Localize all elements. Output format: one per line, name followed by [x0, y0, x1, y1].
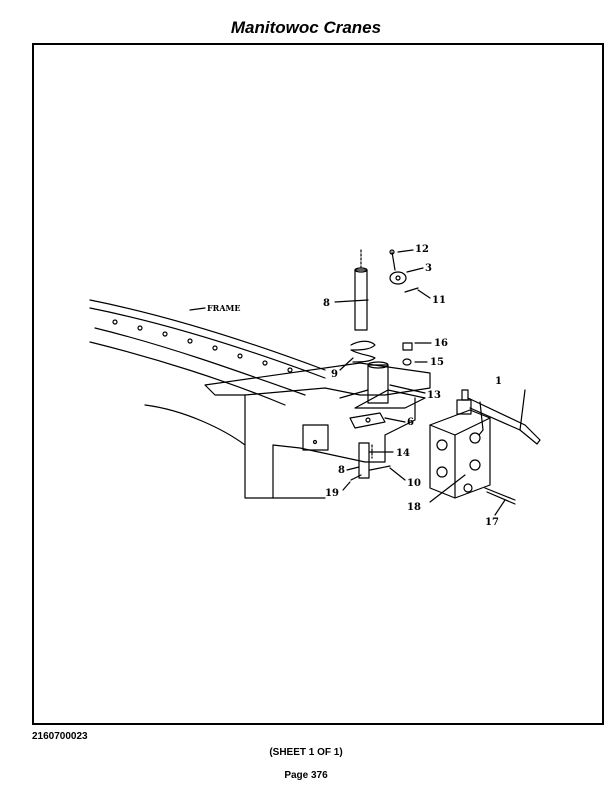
callout-15: 15: [430, 357, 444, 368]
frame-ring-outer: [89, 299, 326, 371]
page-number: Page 376: [284, 770, 328, 781]
platform: [204, 362, 431, 396]
callout-10: 10: [407, 478, 421, 489]
callout-12: 12: [415, 244, 429, 255]
callout-1: 1: [495, 376, 502, 387]
frame-ring-lower: [94, 327, 306, 396]
sheet-indicator: (SHEET 1 OF 1): [269, 747, 343, 758]
bolt-holes: [112, 319, 293, 373]
frame-label: FRAME: [207, 303, 241, 313]
callout-8-upper: 8: [323, 298, 330, 309]
callout-9: 9: [331, 369, 338, 380]
plate: [349, 412, 386, 429]
frame-ring-inner: [89, 307, 326, 379]
callout-8-lower: 8: [338, 465, 345, 476]
cylinder-housing: [367, 364, 389, 404]
valve-block: [429, 409, 491, 499]
callout-3: 3: [425, 263, 432, 274]
callout-11: 11: [432, 295, 446, 306]
callout-17: 17: [485, 517, 499, 528]
washer: [389, 271, 407, 285]
spring: [350, 340, 376, 363]
page-title: Manitowoc Cranes: [230, 18, 382, 37]
callout-14: 14: [396, 448, 410, 459]
callout-19: 19: [325, 488, 339, 499]
callout-13: 13: [427, 390, 441, 401]
document-number: 2160700023: [32, 731, 88, 742]
handle-lever: [467, 397, 541, 445]
exploded-parts-diagram: FRAME 12 3 11 8 16 15 9 13 1 6 14 8 10 1…: [89, 244, 541, 528]
drawing-frame: [32, 43, 604, 725]
callout-18: 18: [407, 502, 421, 513]
pin-lower: [358, 442, 370, 479]
frame-body: [244, 394, 416, 499]
callout-16: 16: [434, 338, 448, 349]
callout-6: 6: [407, 417, 414, 428]
rod: [484, 487, 516, 501]
